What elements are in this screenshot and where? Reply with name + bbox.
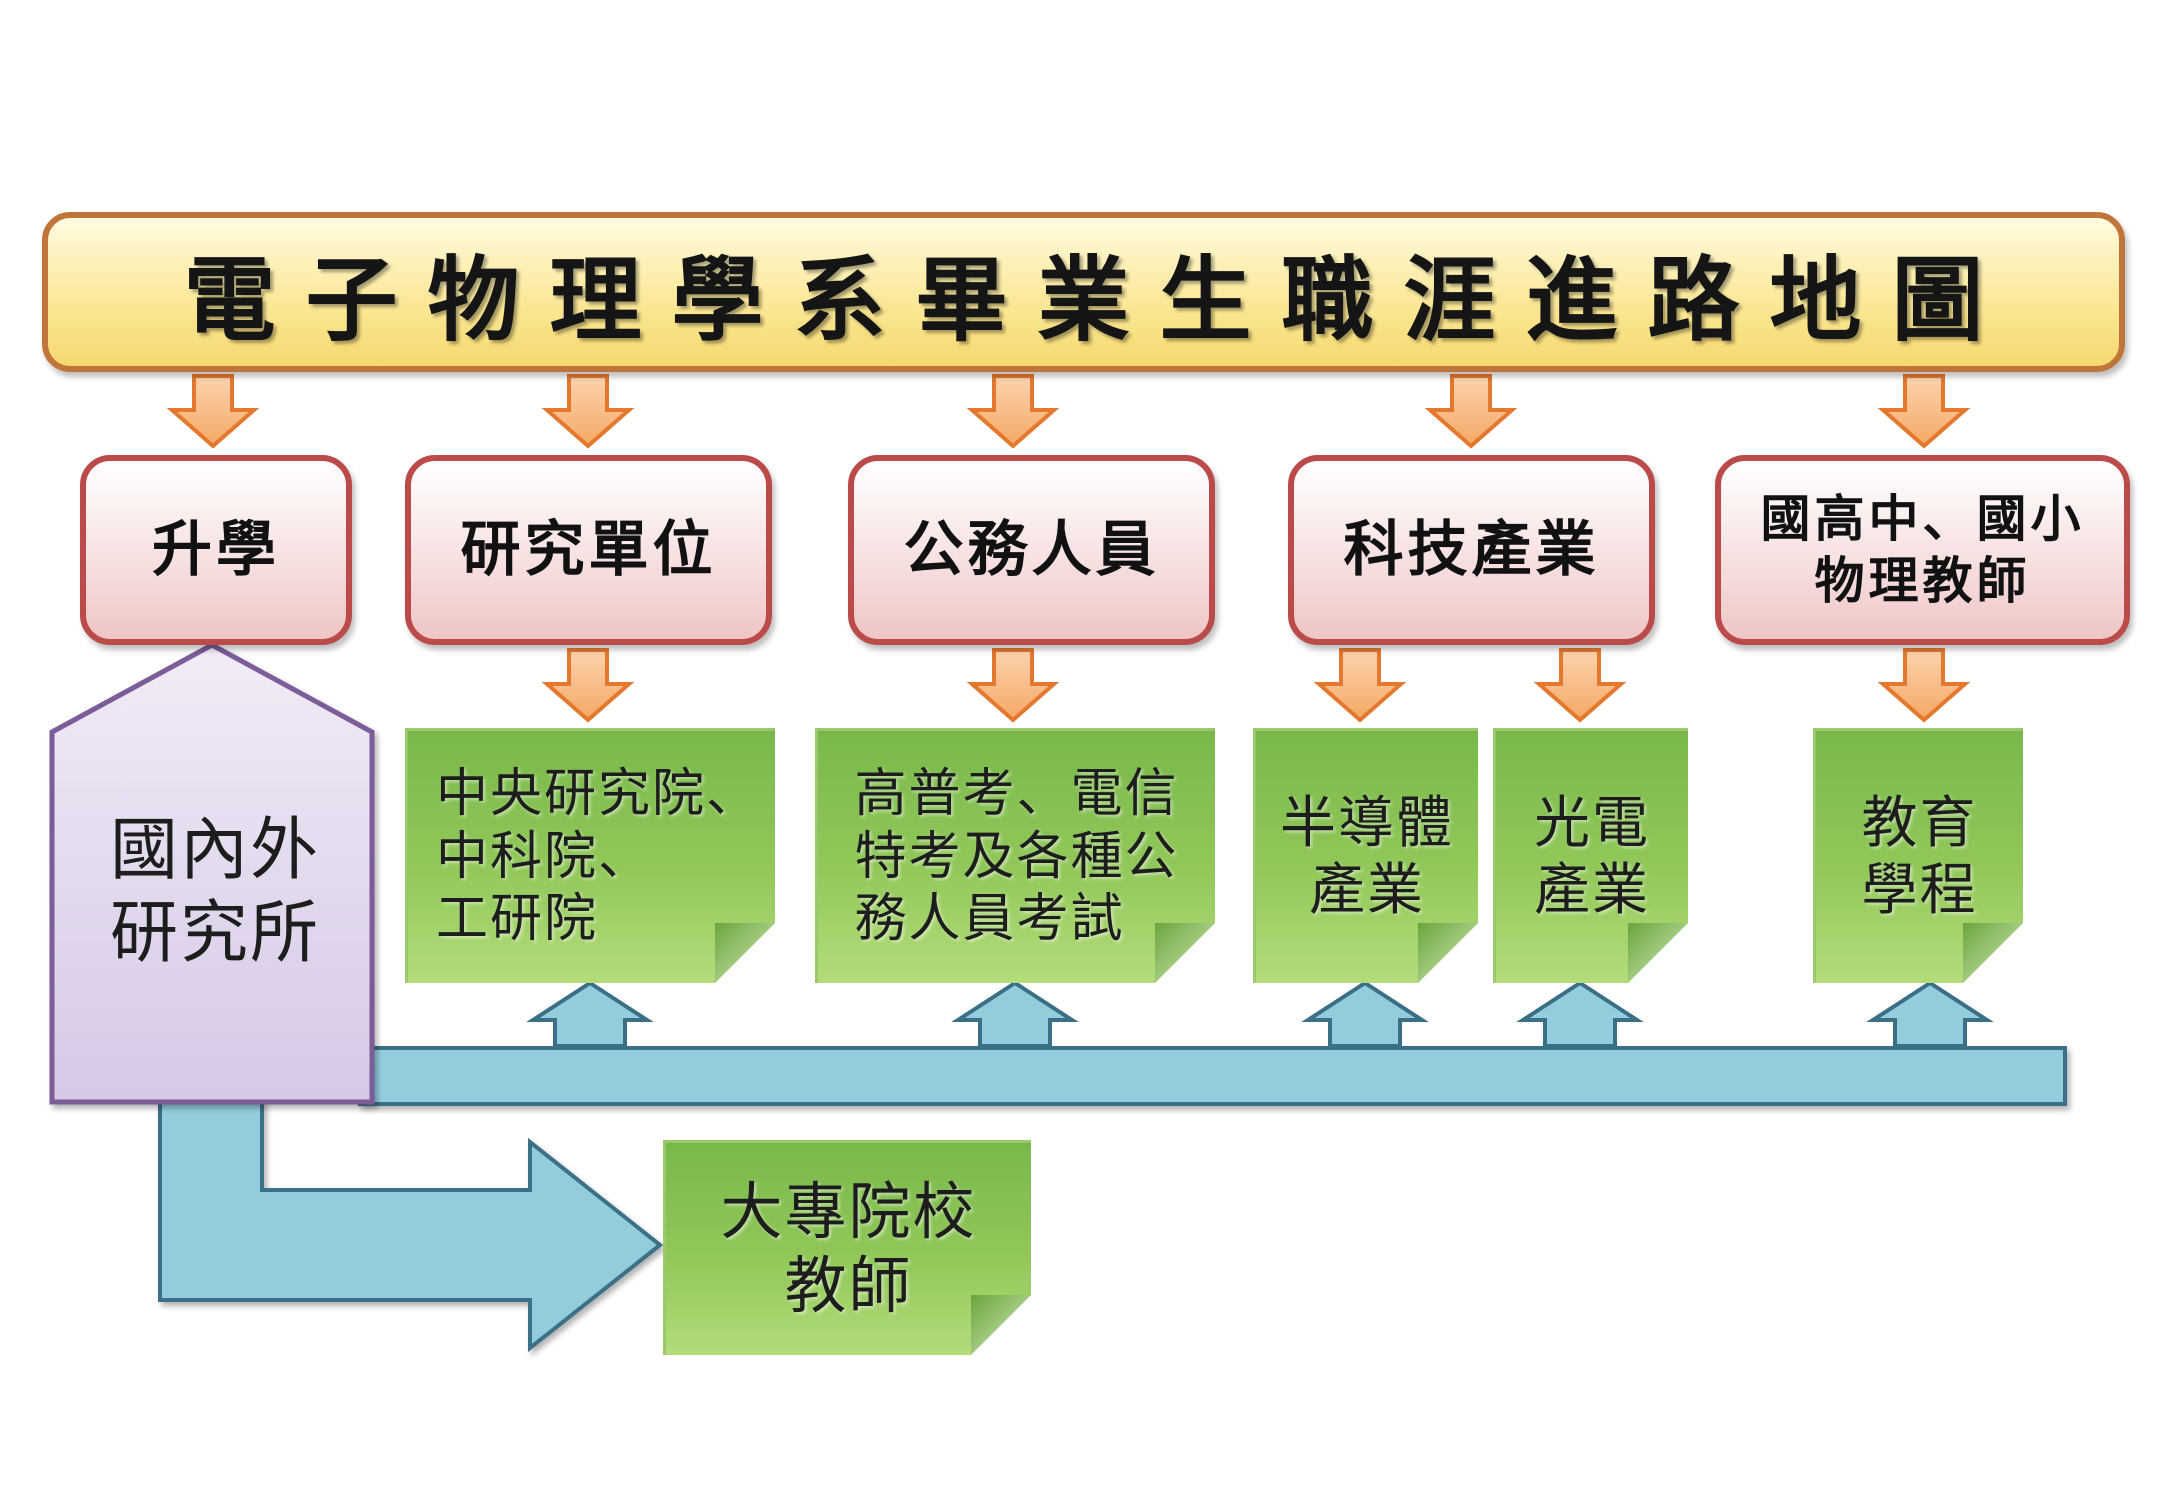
outcome-line: 特考及各種公 [854, 826, 1179, 887]
outcome-optoelectronic: 光電 產業 [1493, 728, 1688, 983]
connector-bar [358, 1046, 2067, 1106]
outcome-line: 產業 [1534, 858, 1650, 923]
up-arrows [526, 980, 1994, 1048]
category-label-line2: 物理教師 [1814, 552, 2031, 610]
outcome-semiconductor: 半導體 產業 [1253, 728, 1478, 983]
grad-school-line1: 國內外 [109, 811, 320, 890]
outcome-text: 教育 學程 [1862, 790, 1978, 924]
outcome-education: 教育 學程 [1813, 728, 2023, 983]
category-further-study: 升學 [80, 455, 352, 645]
category-label: 研究單位 [460, 515, 717, 585]
up-arrow-education [1866, 980, 1994, 1048]
outcome-research: 中央研究院、 中科院、 工研院 [405, 728, 775, 983]
down-arrow-civil [966, 374, 1060, 449]
category-label: 科技產業 [1343, 515, 1600, 585]
down-arrow-to-civil [966, 648, 1060, 723]
page-title: 電子物理學系畢業生職涯進路地圖 [183, 246, 2014, 354]
outcome-text: 大專院校 教師 [720, 1175, 976, 1324]
category-research: 研究單位 [405, 455, 772, 645]
category-tech-industry: 科技產業 [1288, 455, 1655, 645]
outcome-text: 中央研究院、 中科院、 工研院 [436, 763, 760, 950]
down-arrow-to-education [1877, 648, 1971, 723]
up-arrow-research [526, 980, 654, 1048]
up-arrow-civil [951, 980, 1079, 1048]
outcome-line: 學程 [1861, 858, 1978, 923]
outcome-text: 高普考、電信 特考及各種公 務人員考試 [854, 763, 1178, 950]
grad-school-line2: 研究所 [109, 893, 320, 973]
outcome-line: 半導體 [1280, 790, 1454, 856]
down-arrow-teacher [1877, 374, 1971, 449]
outcome-university: 大專院校 教師 [663, 1140, 1031, 1355]
outcome-line: 光電 [1534, 790, 1650, 856]
outcome-text: 半導體 產業 [1280, 790, 1454, 924]
outcome-civil: 高普考、電信 特考及各種公 務人員考試 [815, 728, 1215, 983]
category-label: 國高中、國小 物理教師 [1761, 488, 2085, 613]
grad-school-label: 國內外 研究所 [60, 810, 370, 976]
university-arrow [158, 1098, 664, 1353]
outcome-text: 光電 產業 [1534, 790, 1650, 924]
down-arrows-top [166, 374, 1971, 449]
outcome-line: 工研院 [436, 889, 599, 950]
down-arrow-to-semiconductor [1313, 648, 1407, 723]
outcome-line: 中科院、 [436, 826, 653, 887]
outcome-line: 中央研究院、 [436, 764, 761, 825]
up-arrow-optoelectronic [1516, 980, 1644, 1048]
category-label: 公務人員 [903, 515, 1160, 585]
down-arrow-to-research [541, 648, 635, 723]
down-arrow-research [541, 374, 635, 449]
outcome-line: 高普考、電信 [854, 764, 1179, 825]
outcome-line: 教育 [1861, 790, 1978, 856]
grad-school-box [49, 642, 375, 1105]
up-arrow-semiconductor [1301, 980, 1429, 1048]
title-banner: 電子物理學系畢業生職涯進路地圖 [42, 212, 2125, 372]
down-arrow-tech [1424, 374, 1518, 449]
category-civil-service: 公務人員 [848, 455, 1215, 645]
category-teacher: 國高中、國小 物理教師 [1715, 455, 2130, 645]
outcome-line: 大專院校 [720, 1174, 977, 1248]
category-label: 升學 [152, 515, 280, 585]
down-arrow-further-study [166, 374, 260, 449]
outcome-line: 教師 [784, 1249, 913, 1322]
outcome-line: 務人員考試 [854, 889, 1125, 950]
outcome-line: 產業 [1309, 858, 1425, 923]
category-label-line1: 國高中、國小 [1760, 489, 2085, 548]
down-arrows-bottom [541, 648, 1971, 723]
down-arrow-to-optoelectronic [1533, 648, 1627, 723]
